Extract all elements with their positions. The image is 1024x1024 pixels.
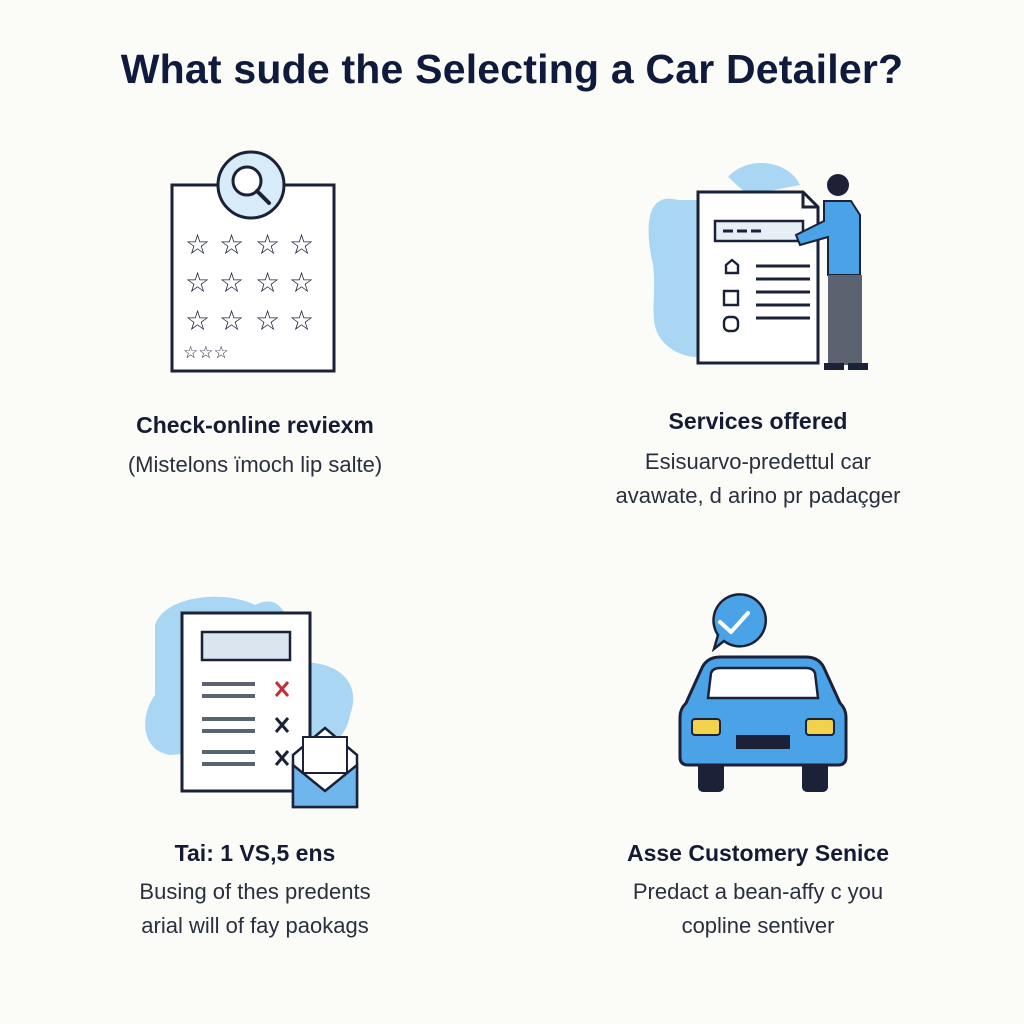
svg-text:☆: ☆: [289, 304, 314, 337]
svg-text:☆: ☆: [219, 304, 244, 337]
card-description: (Mistelons ïmoch lip salte): [45, 448, 465, 482]
price-list-envelope-icon: [145, 596, 359, 809]
svg-text:☆: ☆: [185, 228, 210, 261]
card-description: Busing of thes predents arial will of fa…: [45, 875, 465, 943]
desc-line: arial will of fay paokags: [141, 913, 369, 938]
card-description: Predact a bean-affy c you copline sentiv…: [548, 875, 968, 943]
feature-card-customer-service: Asse Customery Senice Predact a bean-aff…: [548, 585, 968, 955]
svg-text:☆: ☆: [255, 304, 280, 337]
card-heading: Check-online reviexm: [136, 412, 374, 438]
desc-line: avawate, d arino pr padaçger: [615, 483, 901, 508]
desc-line: Busing of thes predents: [139, 879, 371, 904]
svg-text:☆: ☆: [219, 266, 244, 299]
card-heading: Services offered: [668, 408, 848, 434]
svg-text:☆: ☆: [255, 266, 280, 299]
svg-text:☆: ☆: [219, 228, 244, 261]
svg-text:☆: ☆: [185, 304, 210, 337]
svg-text:☆☆☆: ☆☆☆: [183, 343, 229, 363]
desc-line: copline sentiver: [681, 913, 835, 938]
card-heading: Tai: 1 VS,5 ens: [174, 840, 336, 866]
desc-line: Esisuarvo-predettul car: [644, 449, 872, 474]
svg-text:☆: ☆: [289, 266, 314, 299]
page-title: What sude the Selecting a Car Detailer?: [120, 46, 904, 92]
desc-line: Predact a bean-affy c you: [632, 879, 884, 904]
svg-text:☆: ☆: [255, 228, 280, 261]
feature-card-services: Services offered Esisuarvo-predettul car…: [548, 155, 968, 525]
feature-card-pricing: Tai: 1 VS,5 ens Busing of thes predents …: [45, 585, 465, 955]
card-heading: Asse Customery Senice: [626, 840, 890, 866]
person-at-service-board-icon: [648, 163, 868, 370]
desc-line: (Mistelons ïmoch lip salte): [127, 452, 383, 477]
feature-card-reviews: ☆ ☆ ☆ ☆ ☆ ☆ ☆ ☆ ☆ ☆ ☆ ☆ ☆☆☆ Check-online…: [45, 150, 465, 490]
svg-text:☆: ☆: [289, 228, 314, 261]
review-stars-checklist-icon: ☆ ☆ ☆ ☆ ☆ ☆ ☆ ☆ ☆ ☆ ☆ ☆ ☆☆☆: [170, 150, 336, 373]
svg-text:☆: ☆: [185, 266, 210, 299]
car-with-check-icon: [678, 593, 848, 792]
card-description: Esisuarvo-predettul car avawate, d arino…: [548, 445, 968, 513]
